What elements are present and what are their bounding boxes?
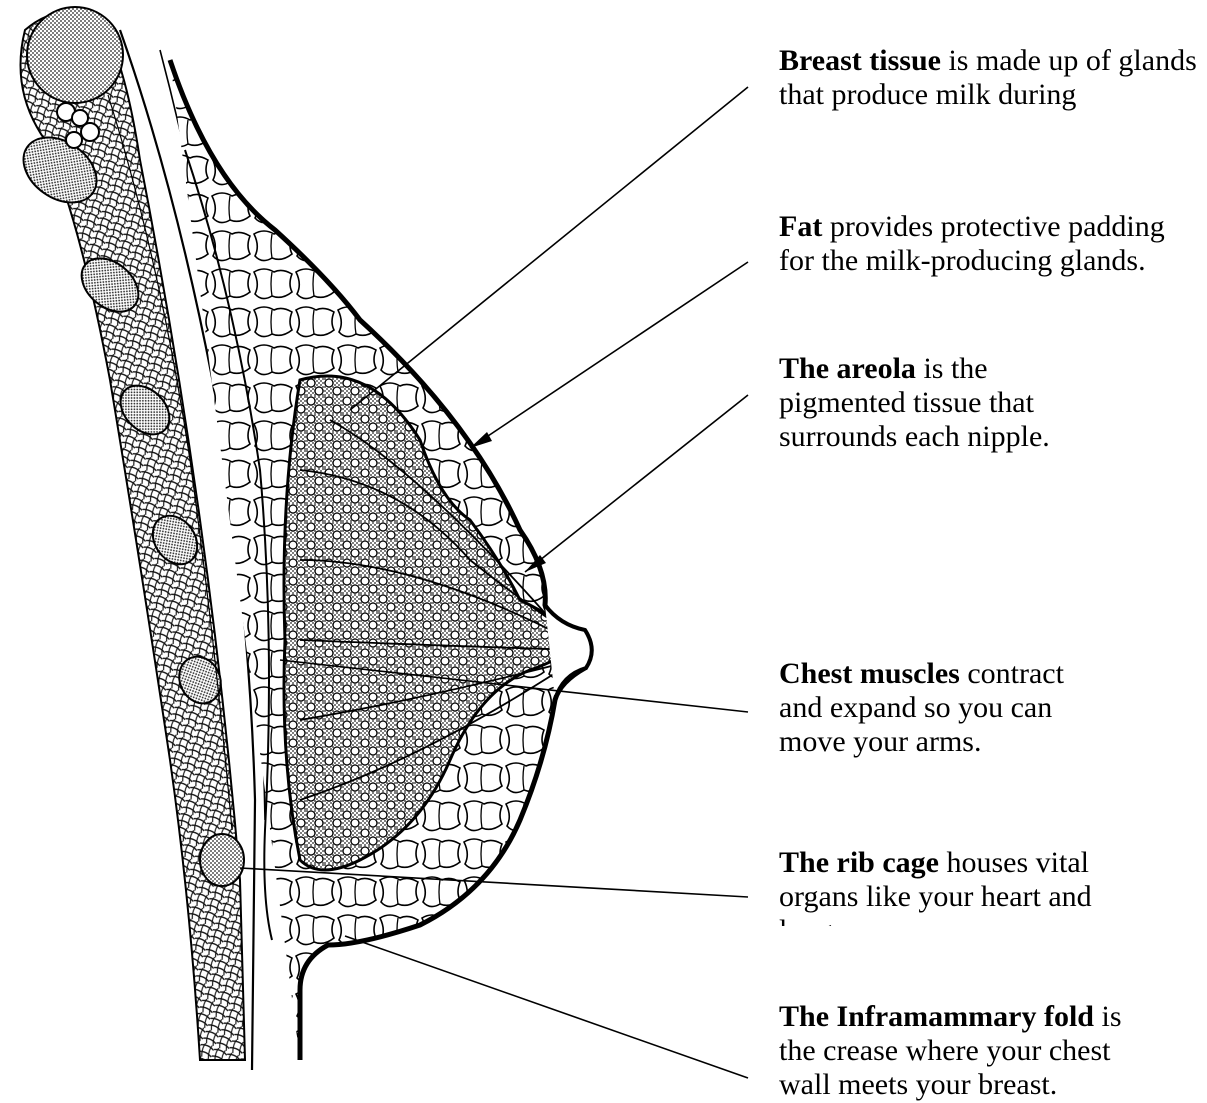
label-rib-cage: The rib cage houses vital organs like yo…: [779, 846, 1159, 926]
label-description: provides protective padding for the milk…: [779, 210, 1165, 277]
label-areola: The areola is the pigmented tissue that …: [779, 352, 1079, 454]
label-term: Fat: [779, 210, 822, 243]
label-term: Breast tissue: [779, 44, 941, 77]
label-inframammary-fold: The Inframammary fold is the crease wher…: [779, 1000, 1159, 1102]
label-term: The rib cage: [779, 846, 939, 879]
label-term: Chest muscles: [779, 657, 960, 690]
label-breast-tissue: Breast tissue is made up of glands that …: [779, 44, 1204, 111]
label-term: The areola: [779, 352, 916, 385]
label-chest-muscles: Chest muscles contract and expand so you…: [779, 657, 1089, 759]
label-term: The Inframammary fold: [779, 1000, 1094, 1033]
label-fat: Fat provides protective padding for the …: [779, 210, 1204, 277]
